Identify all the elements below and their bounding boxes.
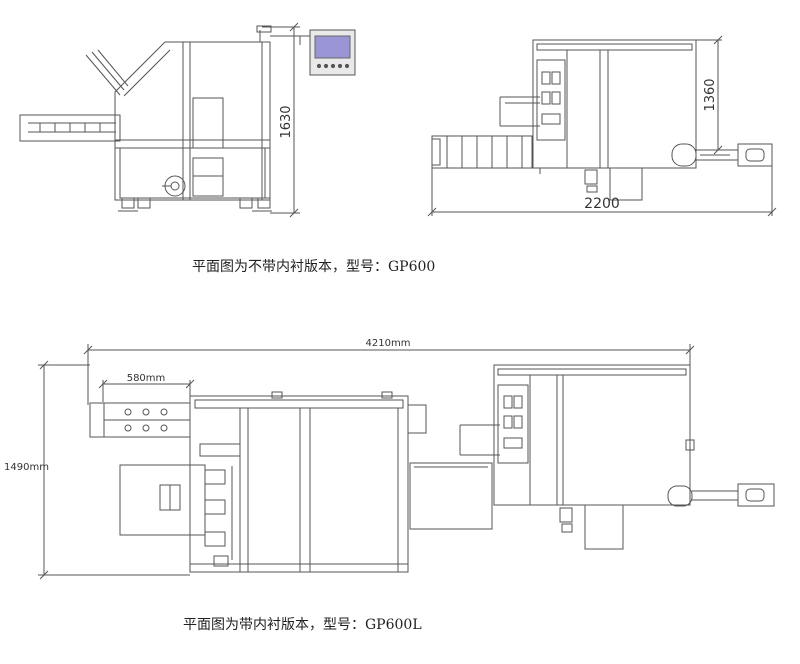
feeder-width-dimension xyxy=(98,379,195,402)
height-dimension-side xyxy=(262,22,300,218)
height-dim-text-plan: 1360 xyxy=(703,78,718,111)
height-dimension-plan xyxy=(696,35,723,155)
total-width-dim-text: 4210mm xyxy=(366,338,411,349)
total-depth-dimension xyxy=(38,360,190,580)
caption-gp600l: 平面图为带内衬版本，型号：GP600L xyxy=(183,617,422,633)
feeder-width-dim-text: 580mm xyxy=(127,373,166,384)
width-dimension-plan xyxy=(427,166,777,217)
total-depth-dim-text: 1490mm xyxy=(4,462,49,473)
liner-machine-drawing xyxy=(89,364,775,573)
control-panel-screen xyxy=(309,29,356,76)
total-width-dimension xyxy=(83,344,695,405)
height-dim-text-side: 1630 xyxy=(279,105,294,138)
caption-gp600: 平面图为不带内衬版本，型号：GP600 xyxy=(192,259,436,275)
width-dim-text-plan: 2200 xyxy=(584,196,620,212)
side-view-drawing xyxy=(19,25,330,212)
plan-view-drawing xyxy=(431,39,773,201)
